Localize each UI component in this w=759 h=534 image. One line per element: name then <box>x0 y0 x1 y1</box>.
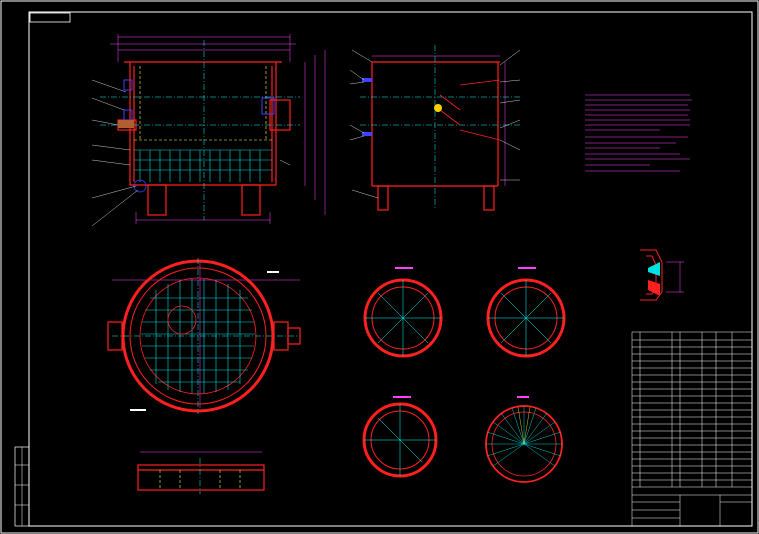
section-view-d <box>485 396 563 483</box>
section-view-c <box>362 396 438 478</box>
inner-frame <box>28 11 753 527</box>
front-elevation-view <box>91 34 326 227</box>
parts-list-table <box>631 331 753 527</box>
section-view-a <box>363 267 443 358</box>
technical-notes <box>585 94 692 172</box>
section-view-b <box>486 267 566 358</box>
left-revision-strip <box>14 446 30 527</box>
plan-view <box>107 258 301 414</box>
base-view <box>137 451 265 494</box>
title-tag-box <box>29 12 71 23</box>
detail-view <box>640 249 684 301</box>
side-elevation-view <box>349 45 521 211</box>
